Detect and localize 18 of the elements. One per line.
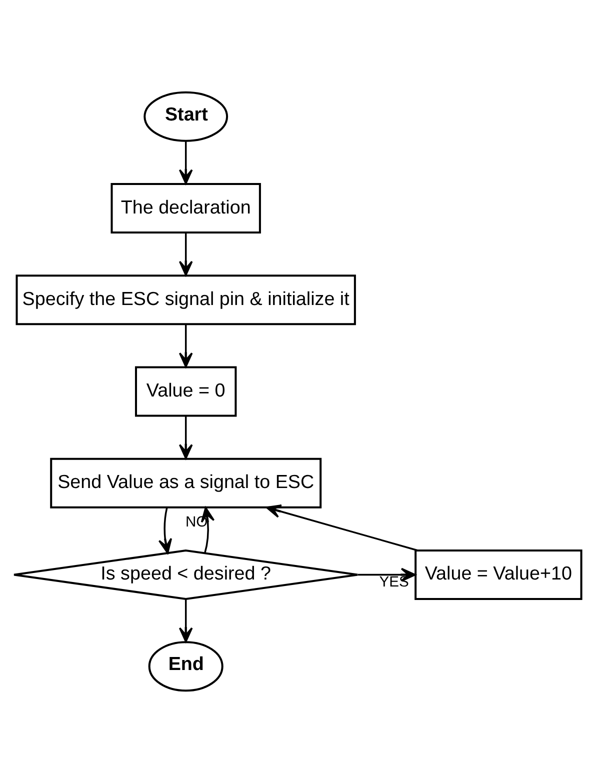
node-box: Value = Value+10 — [414, 549, 582, 600]
arrow — [178, 324, 193, 368]
arrow — [178, 599, 193, 642]
node-box: The declaration — [110, 183, 261, 234]
arrow — [266, 504, 418, 552]
node-box: Send Value as a signal to ESC — [50, 458, 322, 508]
arrow — [178, 416, 193, 460]
arrow — [158, 508, 172, 554]
node-box: Value = 0 — [134, 366, 237, 417]
node-ellipse: Start — [144, 91, 228, 142]
node-ellipse: End — [148, 641, 224, 692]
arrow — [178, 141, 193, 184]
node-diamond: Is speed < desired ? — [13, 549, 359, 600]
arrow — [358, 568, 416, 582]
node-box: Specify the ESC signal pin & initialize it — [16, 274, 356, 326]
arrow — [178, 232, 193, 276]
arrow — [200, 506, 215, 554]
edge-label: NO — [186, 514, 208, 530]
